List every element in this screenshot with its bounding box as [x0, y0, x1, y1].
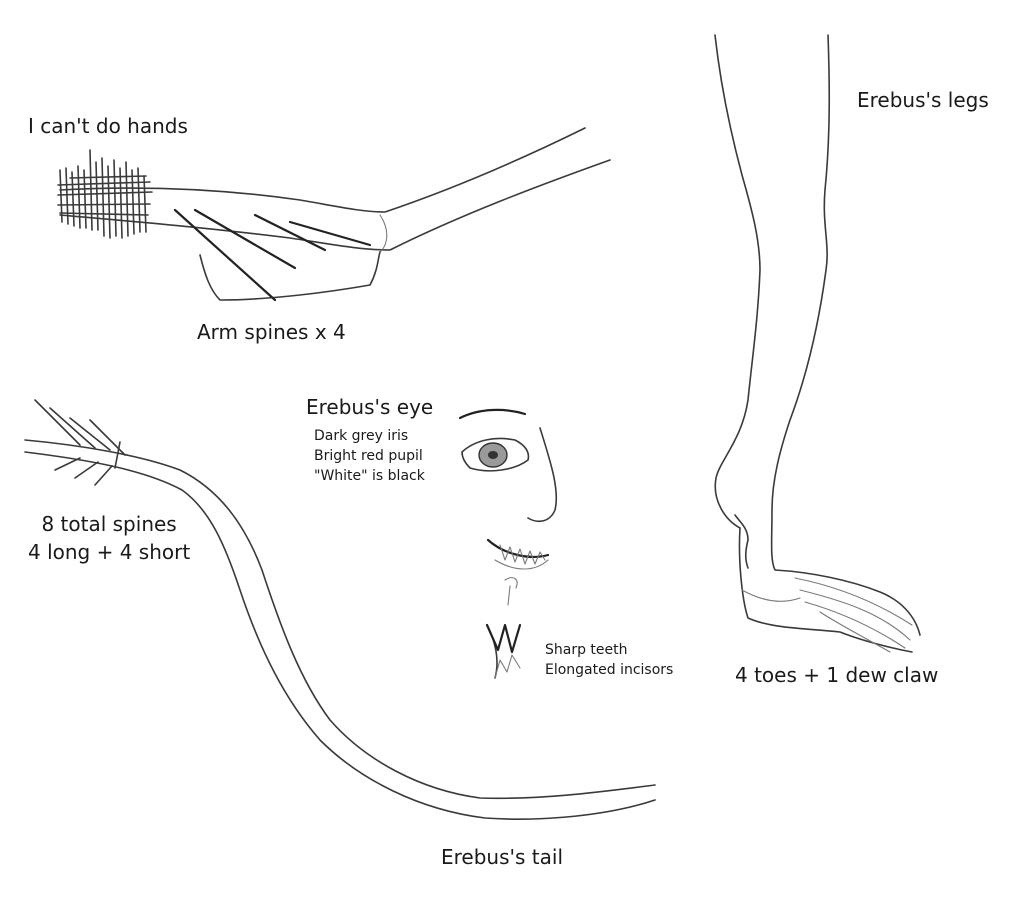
- eye-detail-iris: Dark grey iris: [314, 428, 409, 444]
- tail-spines-total: 8 total spines: [41, 512, 177, 536]
- eye-detail-white: "White" is black: [314, 468, 425, 484]
- eye-detail-pupil: Bright red pupil: [314, 448, 423, 464]
- leg-sketch: [714, 34, 921, 653]
- tail-spines: [34, 399, 126, 486]
- tail-title-label: Erebus's tail: [441, 845, 564, 869]
- face-sketch: [458, 408, 558, 679]
- hands-note-label: I can't do hands: [28, 114, 188, 138]
- arm-sketch: [57, 127, 611, 302]
- tail-spines-note: 8 total spines 4 long + 4 short: [28, 510, 190, 566]
- eye-details: Dark grey iris Bright red pupil "White" …: [314, 426, 425, 486]
- tail-spines-split: 4 long + 4 short: [28, 540, 191, 564]
- eye-title-label: Erebus's eye: [306, 395, 434, 419]
- tail-sketch: [24, 399, 656, 820]
- arm-spines-label: Arm spines x 4: [197, 320, 346, 344]
- hand-hatching: [57, 149, 153, 239]
- teeth-detail-sharp: Sharp teeth: [545, 642, 628, 658]
- teeth-detail-incisors: Elongated incisors: [545, 662, 674, 678]
- toes-note-label: 4 toes + 1 dew claw: [735, 663, 939, 687]
- legs-title-label: Erebus's legs: [857, 88, 989, 112]
- teeth-details: Sharp teeth Elongated incisors: [545, 640, 673, 680]
